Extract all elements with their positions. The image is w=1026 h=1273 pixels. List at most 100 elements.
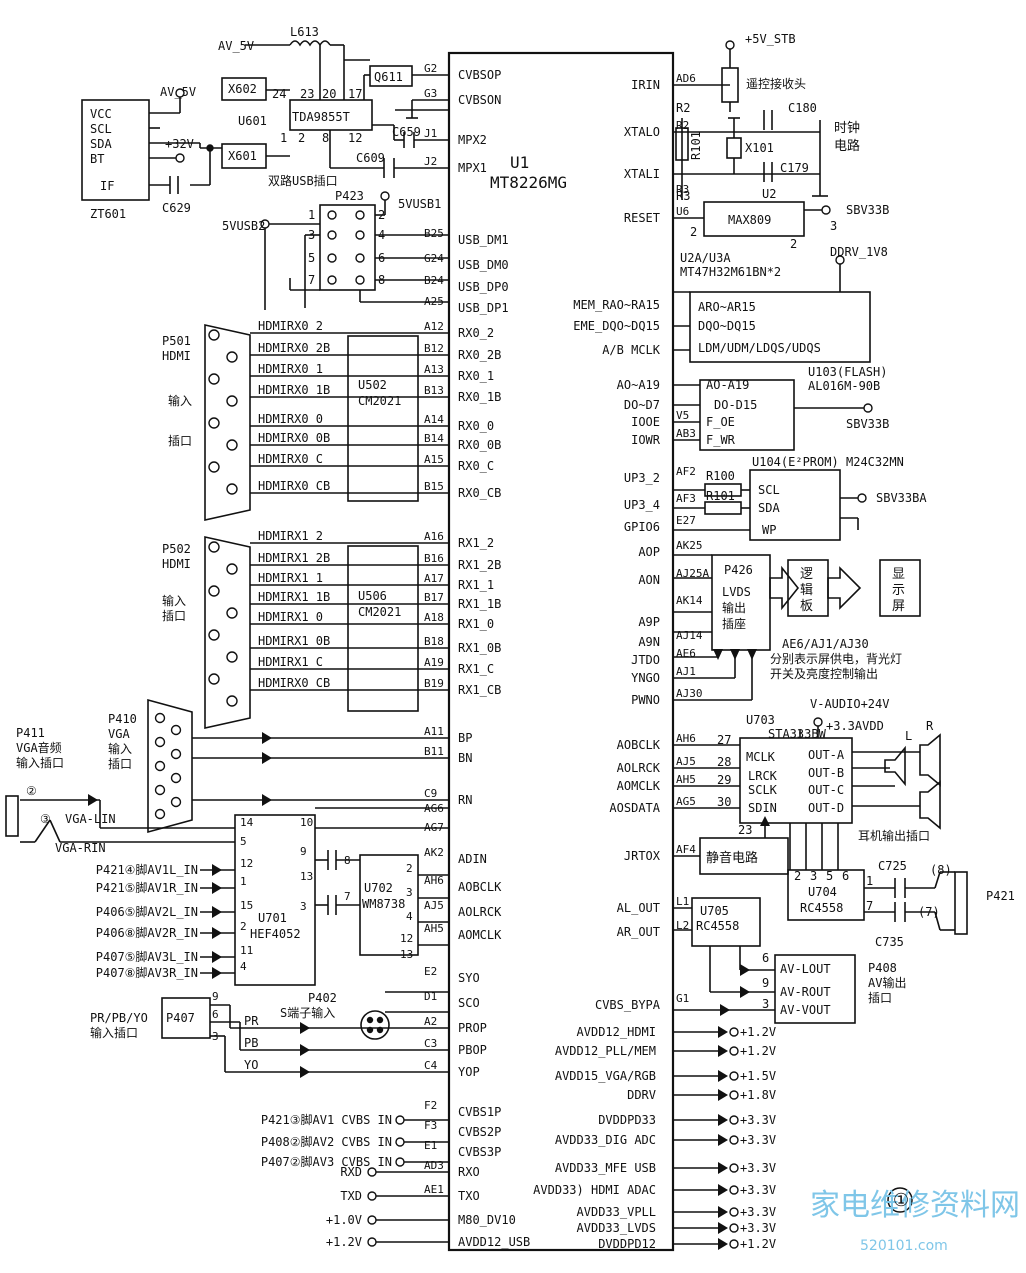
u1-pad-f3: F3 bbox=[424, 1119, 437, 1132]
ypbpr-title: PR/PB/YO bbox=[90, 1011, 148, 1025]
clk-r3: R3 bbox=[676, 189, 690, 203]
u1-pad-ae1: AE1 bbox=[424, 1183, 444, 1196]
u1-pad-b13: B13 bbox=[424, 384, 444, 397]
hdmi1-pin-4 bbox=[208, 629, 220, 641]
usb-contact-6 bbox=[355, 253, 365, 263]
hef-input-3: P406⑧脚AV2R_IN bbox=[96, 925, 198, 940]
u502-ref: U502 bbox=[358, 378, 387, 392]
hdmi0-pin-3 bbox=[226, 395, 238, 407]
vga-audio-1: VGA音频 bbox=[16, 740, 62, 755]
reset-u2: U2 bbox=[762, 187, 776, 201]
uart-rxd: RXD bbox=[340, 1165, 362, 1179]
u1-pad-ak25: AK25 bbox=[676, 539, 703, 552]
u1-pad-ag5: AG5 bbox=[676, 795, 696, 808]
eeprom-part: M24C32MN bbox=[846, 455, 904, 469]
hdmi0-ref: P501 bbox=[162, 334, 191, 348]
lvds-note-2: 分别表示屏供电，背光灯 bbox=[770, 652, 902, 666]
u1-pin-avdd12-usb: AVDD12_USB bbox=[458, 1235, 530, 1249]
hdmi1-desc2: 插口 bbox=[162, 609, 186, 623]
u1-pin-mem-rao-ra15: MEM_RAO~RA15 bbox=[573, 298, 660, 312]
hef-in-pin-3: 2 bbox=[240, 920, 247, 933]
ypbpr-pin-9: 9 bbox=[212, 990, 219, 1003]
u1-pin-a9n: A9N bbox=[638, 635, 660, 649]
hef-in-pin-1: 1 bbox=[240, 875, 247, 888]
hdmi1-net-6: HDMIRX1_C bbox=[258, 655, 323, 669]
cvbs-input-0: P421③脚AV1 CVBS IN bbox=[261, 1112, 392, 1127]
jack-7: (7) bbox=[918, 905, 940, 919]
ir-supply-node bbox=[725, 40, 735, 50]
hdmi0-pin-5 bbox=[226, 439, 238, 451]
power-rail-5: +3.3V bbox=[740, 1133, 776, 1147]
ir-label: 遥控接收头 bbox=[746, 76, 806, 91]
hef-ref: U701 bbox=[258, 911, 287, 925]
u1-pin-rx0-0: RX0_0 bbox=[458, 419, 494, 433]
u1-pad-aj14: AJ14 bbox=[676, 629, 703, 642]
vga-rin: VGA-RIN bbox=[55, 841, 106, 855]
clk-label2: 电路 bbox=[834, 138, 860, 154]
u1-pin-aomclk: AOMCLK bbox=[617, 779, 661, 793]
u1-pad-ak2: AK2 bbox=[424, 846, 444, 859]
u1-pin-a-b-mclk: A/B MCLK bbox=[602, 343, 661, 357]
hef-pin-10: 10 bbox=[300, 816, 313, 829]
u1-pad-a14: A14 bbox=[424, 413, 444, 426]
ypbpr-net-pr: PR bbox=[244, 1014, 259, 1028]
l613-label: L613 bbox=[290, 25, 319, 39]
u1-pin-m80-dv10: M80_DV10 bbox=[458, 1213, 516, 1227]
avout-l1: AV输出 bbox=[868, 975, 906, 990]
amp-pin-27: 27 bbox=[717, 733, 731, 747]
u1-pad-a25: A25 bbox=[424, 295, 444, 308]
u1-pad-ag7: AG7 bbox=[424, 821, 444, 834]
c629-label: C629 bbox=[162, 201, 191, 215]
eeprom-rail-node bbox=[857, 493, 867, 503]
amp-out-d: OUT-D bbox=[808, 801, 844, 815]
vga-pin-5 bbox=[170, 772, 182, 784]
u1-pad-a15: A15 bbox=[424, 453, 444, 466]
eeprom-ref: U104(E²PROM) bbox=[752, 455, 839, 469]
hdmi1-pin-3 bbox=[226, 607, 238, 619]
lvds-ref: P426 bbox=[724, 563, 753, 577]
u704-pin-2: 2 bbox=[794, 869, 801, 883]
u1-pin-usb-dp0: USB_DP0 bbox=[458, 280, 509, 294]
tda-pin-1: 1 bbox=[280, 131, 287, 145]
power-rail-7: +3.3V bbox=[740, 1183, 776, 1197]
hdmi1-ref: P502 bbox=[162, 542, 191, 556]
watermark-logo: 家电维修资料网 bbox=[810, 1188, 1020, 1223]
avout-pin-9: 9 bbox=[762, 976, 769, 990]
vga-pin-4 bbox=[154, 760, 166, 772]
amp-avdd-node bbox=[813, 717, 823, 727]
hdmi0-pin-0 bbox=[208, 329, 220, 341]
u1-pad-aj1: AJ1 bbox=[676, 665, 696, 678]
reset-rail: SBV33B bbox=[846, 203, 889, 217]
u1-pin-jtdo: JTDO bbox=[631, 653, 660, 667]
uart-rxd-node bbox=[367, 1167, 377, 1177]
u1-pin-aolrck: AOLRCK bbox=[458, 905, 502, 919]
usb-contact-3 bbox=[327, 230, 337, 240]
lvds-note-3: 开关及亮度控制输出 bbox=[770, 666, 878, 681]
tuner-av5v-top: AV_5V bbox=[218, 39, 254, 53]
u1-pin-aobclk: AOBCLK bbox=[458, 880, 502, 894]
u1-pin-adin: ADIN bbox=[458, 852, 487, 866]
cvbs-node-1 bbox=[395, 1137, 405, 1147]
c659-label: C659 bbox=[392, 125, 421, 139]
u1-pad-r2: R2 bbox=[676, 119, 689, 132]
u1-pad-b15: B15 bbox=[424, 480, 444, 493]
u1-pin-rx1-1b: RX1_1B bbox=[458, 597, 501, 611]
q611-label: Q611 bbox=[374, 70, 403, 84]
u1-pin-rxo: RXO bbox=[458, 1165, 480, 1179]
ypbpr-ref: P407 bbox=[166, 1011, 195, 1025]
u1-pad-ad6: AD6 bbox=[676, 72, 696, 85]
power-rail-2: +1.5V bbox=[740, 1069, 776, 1083]
usb-label: 双路USB插口 bbox=[268, 173, 338, 188]
u1-pad-b18: B18 bbox=[424, 635, 444, 648]
power-pin-4: DVDDPD33 bbox=[598, 1113, 656, 1127]
wm-pin-2: 2 bbox=[406, 862, 413, 875]
wm-pin-13b: 13 bbox=[400, 948, 413, 961]
u1-pad-j1: J1 bbox=[424, 127, 437, 140]
u1-pad-af4: AF4 bbox=[676, 843, 696, 856]
u1-pad-b24: B24 bbox=[424, 274, 444, 287]
hdmi0-desc2: 插口 bbox=[168, 434, 192, 448]
avout-pin-6: 6 bbox=[762, 951, 769, 965]
u1-pin-up3-4: UP3_4 bbox=[624, 498, 660, 512]
reset-rail-node bbox=[821, 205, 831, 215]
